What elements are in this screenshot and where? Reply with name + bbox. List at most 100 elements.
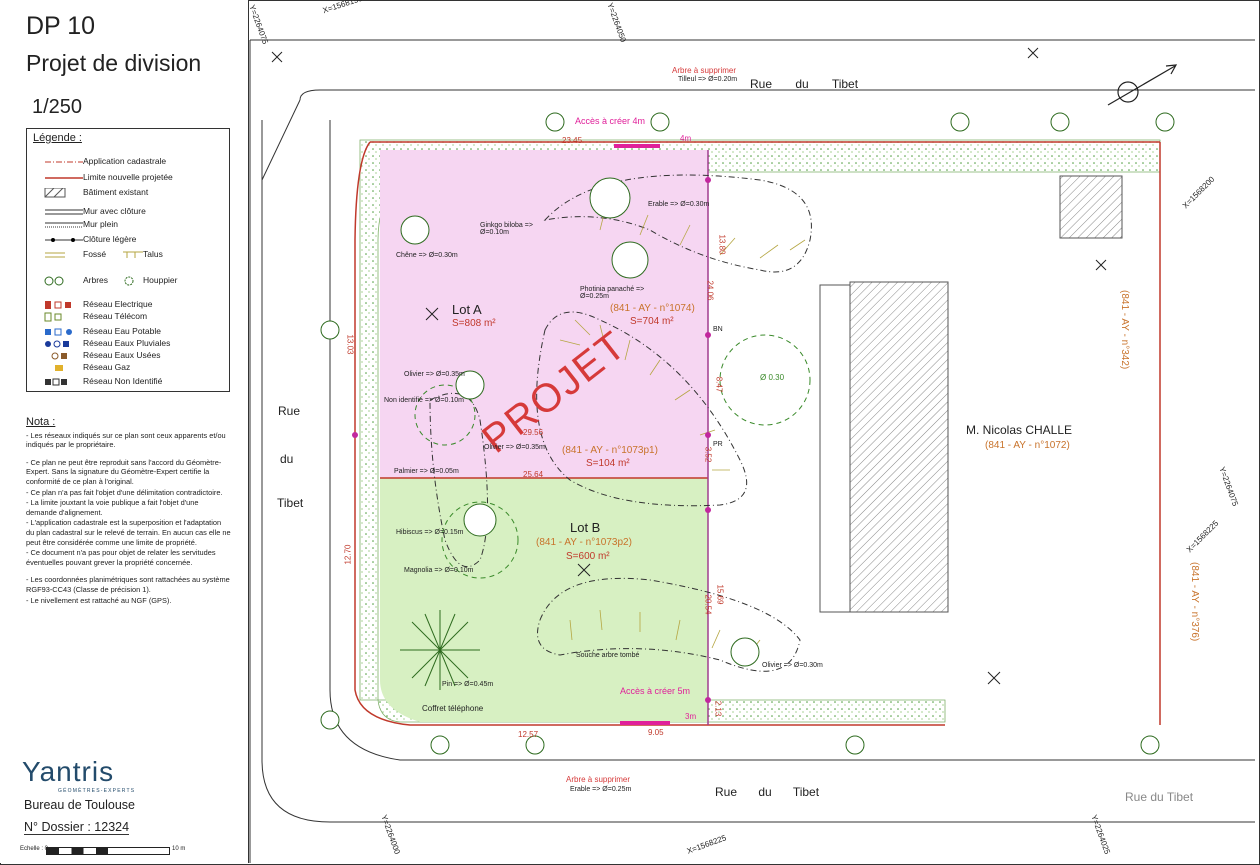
- street-bottom-right: Rue du Tibet: [1125, 790, 1194, 804]
- tree-label-pin: Pin => Ø=0.45m: [442, 681, 494, 688]
- legend-item-label: Bâtiment existant: [83, 187, 149, 197]
- plan-subtitle: Projet de division: [26, 50, 202, 76]
- red-line-icon: [43, 173, 87, 183]
- dossier-number: N° Dossier : 12324: [24, 820, 130, 835]
- tree-label-non-identifie: Non identifié => Ø=0.10m: [384, 397, 464, 404]
- survey-crosses: [271, 47, 1107, 685]
- legend-item-label: Clôture légère: [83, 234, 137, 244]
- dim-2956: 29.56: [523, 428, 544, 437]
- street-left-bot: Tibet: [277, 496, 304, 510]
- legend-item: Talus: [121, 249, 321, 261]
- tree-symbols: [320, 112, 1175, 755]
- tree-icon: [43, 276, 87, 286]
- existing-building: [849, 281, 949, 613]
- dot-line-icon: [43, 235, 87, 245]
- street-left-mid: du: [280, 452, 294, 466]
- legend-item-label: Mur plein: [83, 219, 118, 229]
- tree-label-erable: Erable => Ø=0.30m: [648, 201, 710, 208]
- legend-item: Réseau Eaux Pluviales: [27, 338, 227, 350]
- lot-a-area-label: S=808 m²: [452, 318, 496, 329]
- embankments: [429, 174, 812, 672]
- legend-item: Clôture légère: [27, 234, 227, 246]
- tree-remove-top-detail: Tilleul => Ø=0.20m: [678, 76, 738, 83]
- small-building: [1059, 175, 1123, 239]
- note-item: - Ce plan ne peut être reproduit sans l'…: [26, 457, 222, 486]
- parcel-1073p1-area: S=104 m²: [586, 458, 630, 469]
- legend-item: Mur plein: [27, 219, 227, 231]
- dim-3m: 3m: [685, 712, 697, 721]
- wastewater-network-icon: [43, 351, 87, 361]
- legend-item: Mur avec clôture: [27, 206, 227, 218]
- water-network-icon: [43, 327, 87, 337]
- side-ref-342: (841 - AY - n°342): [1119, 290, 1130, 370]
- legend-item-label: Réseau Non Identifié: [83, 376, 163, 386]
- boundary-markers: [352, 177, 711, 703]
- dim-1569: 15.69: [715, 584, 725, 605]
- dim-1257: 12.57: [518, 730, 539, 739]
- electric-network-icon: [43, 300, 87, 310]
- legend-item-label: Talus: [143, 249, 163, 259]
- building-step: [819, 284, 851, 613]
- lot-b-ref: (841 - AY - n°1073p2): [536, 537, 632, 548]
- lot-b-area: [380, 478, 708, 722]
- tree-label-olivier-3: Olivier => Ø=0.30m: [762, 662, 823, 669]
- road-outlines: [249, 39, 1255, 863]
- tree-remove-top-title: Arbre à supprimer: [672, 66, 737, 75]
- tree-remove-bottom-title: Arbre à supprimer: [566, 775, 631, 784]
- note-item: - La limite jouxtant la voie publique a …: [26, 498, 199, 517]
- legend-item: Réseau Eaux Usées: [27, 350, 227, 362]
- coffret-label: Coffret téléphone: [422, 704, 484, 713]
- legend-item: Réseau Eau Potable: [27, 326, 227, 338]
- parcel-1073p1-ref: (841 - AY - n°1073p1): [562, 445, 658, 456]
- street-top: Rue du Tibet: [750, 77, 859, 91]
- side-ref-376: (841 - AY - n°376): [1189, 562, 1200, 642]
- lot-a-name: Lot A: [452, 302, 482, 317]
- telecom-network-icon: [43, 312, 87, 322]
- dim-1270: 12.70: [343, 544, 353, 565]
- crown-note: Ø 0.30: [760, 373, 785, 382]
- note-item: - L'application cadastrale est la superp…: [26, 518, 231, 547]
- tree-label-magnolia: Magnolia => Ø=0.10m: [404, 567, 474, 574]
- dim-2406: 24.06: [705, 280, 715, 301]
- company-block: Yantris GÉOMÈTRES-EXPERTS: [22, 756, 222, 794]
- plan-scale: 1/250: [32, 96, 83, 118]
- note-item: - Le nivellement est rattaché au NGF (GP…: [26, 595, 172, 605]
- tree-label-palmier: Palmier => Ø=0.05m: [394, 468, 459, 475]
- legend-item: Arbres: [27, 275, 227, 287]
- scalebar-label: Echelle : 0: [20, 846, 49, 852]
- legend-item: Fossé: [27, 249, 227, 261]
- legend-item-label: Réseau Eaux Pluviales: [83, 338, 171, 348]
- north-arrow-icon: [1107, 64, 1178, 106]
- legend-item-label: Mur avec clôture: [83, 206, 146, 216]
- rainwater-network-icon: [43, 339, 87, 349]
- company-logo: Yantris: [22, 756, 115, 787]
- dim-1303: 13.03: [345, 334, 355, 355]
- pr-marker-label: PR: [713, 441, 723, 448]
- tree-label-photinia: Photinia panaché => Ø=0.25m: [580, 286, 645, 300]
- ditch-icon: [43, 250, 87, 260]
- side-panel: DP 10 Projet de division 1/250 Légende :…: [0, 0, 249, 863]
- street-bottom: Rue du Tibet: [715, 785, 820, 799]
- dim-2054: 20.54: [703, 594, 713, 615]
- note-item: - Ce plan n'a pas fait l'objet d'une dél…: [26, 487, 223, 497]
- hatched-line-icon: [43, 220, 87, 230]
- tree-label-olivier-2: Olivier => Ø=0.35m: [484, 444, 545, 451]
- crown-icon: [121, 276, 165, 286]
- legend-item-label: Houppier: [143, 275, 178, 285]
- legend-title: Légende :: [33, 132, 82, 144]
- street-left-top: Rue: [278, 404, 301, 418]
- access-bottom-label: Accès à créer 5m: [620, 686, 691, 696]
- dim-2564: 25.64: [523, 470, 544, 479]
- legend-item-label: Réseau Eau Potable: [83, 326, 161, 336]
- legend-item: Réseau Télécom: [27, 311, 227, 323]
- legend-item-label: Réseau Télécom: [83, 311, 148, 321]
- neighbor-ref: (841 - AY - n°1072): [985, 440, 1070, 451]
- scalebar-graphic: [46, 847, 170, 855]
- parcel-1074-ref: (841 - AY - n°1074): [610, 303, 695, 314]
- notes-title: Nota :: [26, 416, 56, 428]
- dim-4m: 4m: [680, 134, 692, 143]
- dim-905: 9.05: [648, 728, 664, 737]
- legend-item-label: Réseau Eaux Usées: [83, 350, 161, 360]
